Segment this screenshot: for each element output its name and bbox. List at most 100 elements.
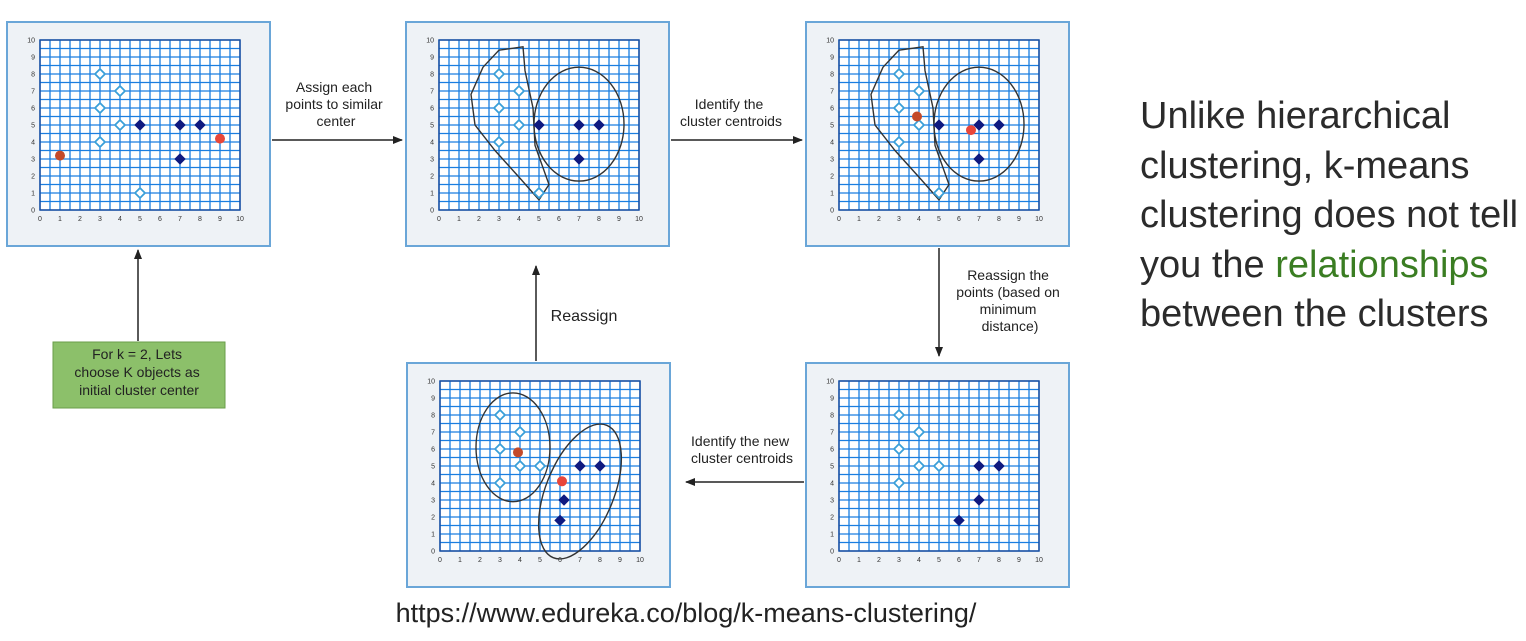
x-tick-label: 9 [1017, 557, 1021, 564]
x-tick-label: 7 [178, 216, 182, 223]
side-note-part2: between the clusters [1140, 293, 1489, 335]
data-point-filled [554, 514, 566, 527]
y-tick-label: 10 [426, 38, 434, 45]
x-tick-label: 3 [897, 557, 901, 564]
data-point-filled [194, 119, 206, 131]
centroid-marker [215, 133, 225, 144]
data-point-hollow [892, 442, 906, 456]
data-point-hollow [912, 459, 926, 473]
x-tick-label: 5 [537, 216, 541, 223]
x-tick-label: 3 [98, 216, 102, 223]
data-point-hollow [513, 459, 527, 473]
y-tick-label: 8 [431, 413, 435, 420]
data-point-hollow [892, 135, 906, 149]
data-point-hollow [493, 442, 507, 456]
x-tick-label: 10 [635, 216, 643, 223]
x-tick-label: 8 [597, 216, 601, 223]
data-point-hollow [512, 84, 526, 98]
x-tick-label: 5 [937, 557, 941, 564]
x-tick-label: 6 [558, 557, 562, 564]
y-tick-label: 1 [430, 191, 434, 198]
data-point-hollow [93, 101, 107, 115]
x-tick-label: 7 [578, 557, 582, 564]
x-tick-label: 1 [458, 557, 462, 564]
y-tick-label: 6 [31, 106, 35, 113]
y-tick-label: 4 [31, 140, 35, 147]
y-tick-label: 5 [31, 123, 35, 130]
data-point-filled [973, 153, 985, 165]
y-tick-label: 9 [430, 55, 434, 62]
data-point-hollow [492, 135, 506, 149]
x-tick-label: 10 [1035, 557, 1043, 564]
y-tick-label: 2 [830, 174, 834, 181]
data-point-hollow [533, 459, 547, 473]
x-tick-label: 3 [897, 216, 901, 223]
x-tick-label: 0 [438, 557, 442, 564]
x-tick-label: 2 [877, 557, 881, 564]
y-tick-label: 3 [830, 498, 834, 505]
y-tick-label: 8 [830, 72, 834, 79]
start-box-text: For k = 2, Lets choose K objects as init… [74, 346, 203, 398]
x-tick-label: 0 [837, 557, 841, 564]
data-point-filled [953, 514, 965, 527]
label-identify: Identify the cluster centroids [680, 96, 782, 129]
data-point-filled [533, 119, 545, 131]
x-tick-label: 6 [957, 216, 961, 223]
y-tick-label: 7 [830, 89, 834, 96]
x-tick-label: 1 [58, 216, 62, 223]
data-point-hollow [532, 186, 546, 200]
y-tick-label: 1 [830, 191, 834, 198]
plot-border [39, 39, 241, 211]
plot-border [838, 380, 1040, 552]
y-tick-label: 9 [830, 396, 834, 403]
data-point-hollow [892, 408, 906, 422]
y-tick-label: 0 [830, 549, 834, 556]
label-reassign: Reassign [551, 308, 618, 325]
data-point-hollow [93, 135, 107, 149]
data-point-filled [593, 119, 605, 131]
data-point-hollow [93, 67, 107, 81]
x-tick-label: 2 [877, 216, 881, 223]
label-identify-new: Identify the new cluster centroids [691, 433, 793, 466]
side-note: Unlike hierarchical clustering, k-means … [1140, 92, 1520, 340]
x-tick-label: 4 [917, 557, 921, 564]
data-point-hollow [912, 84, 926, 98]
x-tick-label: 7 [977, 216, 981, 223]
data-point-hollow [912, 425, 926, 439]
y-tick-label: 5 [830, 464, 834, 471]
y-tick-label: 5 [830, 123, 834, 130]
data-point-filled [993, 119, 1005, 131]
source-url: https://www.edureka.co/blog/k-means-clus… [395, 598, 977, 628]
start-box [52, 341, 226, 409]
data-point-hollow [492, 67, 506, 81]
y-tick-label: 3 [31, 157, 35, 164]
y-tick-label: 6 [430, 106, 434, 113]
data-point-hollow [513, 425, 527, 439]
x-tick-label: 10 [1035, 216, 1043, 223]
data-point-filled [174, 153, 186, 165]
x-tick-label: 4 [518, 557, 522, 564]
x-tick-label: 6 [557, 216, 561, 223]
data-point-hollow [892, 67, 906, 81]
x-tick-label: 5 [538, 557, 542, 564]
data-point-hollow [493, 476, 507, 490]
data-point-hollow [493, 408, 507, 422]
cluster-outline [470, 46, 550, 201]
data-point-filled [558, 494, 570, 506]
x-tick-label: 8 [997, 557, 1001, 564]
side-note-part1: Unlike hierarchical clustering, k-means … [1140, 95, 1519, 286]
data-point-hollow [133, 186, 147, 200]
y-tick-label: 5 [431, 464, 435, 471]
cluster-outline [870, 46, 950, 201]
x-tick-label: 9 [618, 557, 622, 564]
y-tick-label: 3 [830, 157, 834, 164]
centroid-marker [966, 125, 976, 136]
y-tick-label: 10 [826, 38, 834, 45]
y-tick-label: 0 [830, 208, 834, 215]
x-tick-label: 2 [478, 557, 482, 564]
x-tick-label: 10 [636, 557, 644, 564]
y-tick-label: 4 [830, 481, 834, 488]
data-point-filled [933, 119, 945, 131]
